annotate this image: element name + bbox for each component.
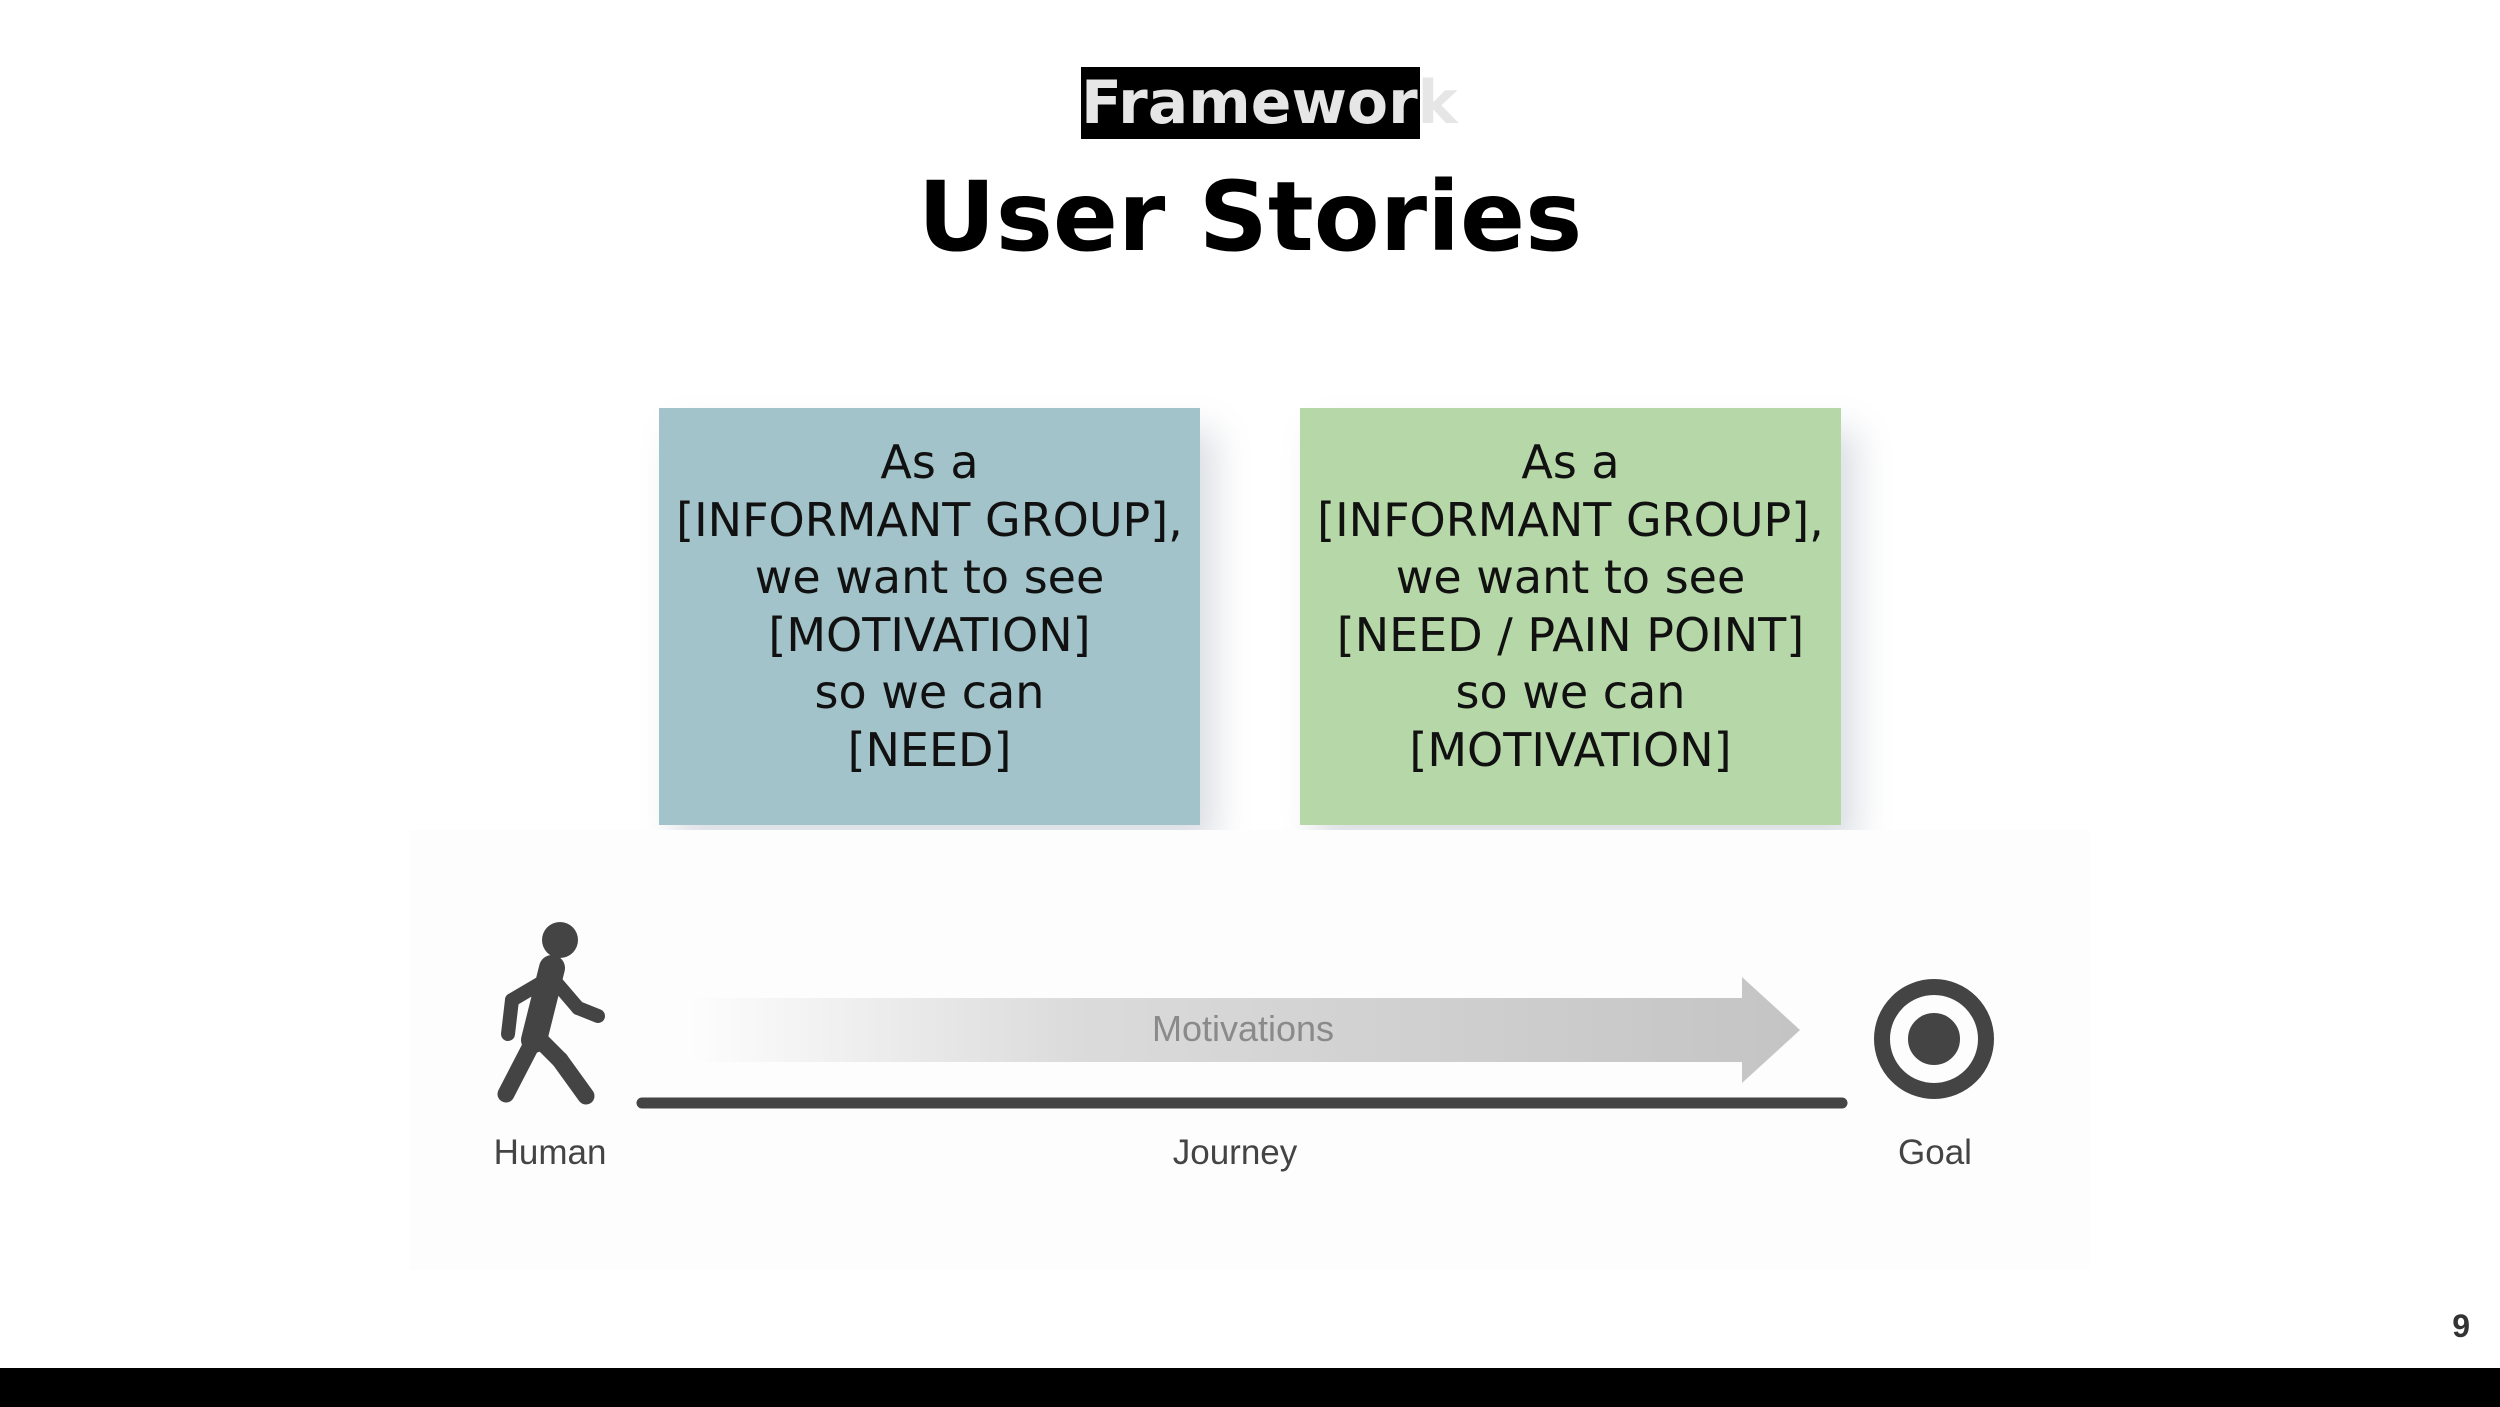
- slide-title: User Stories: [917, 161, 1583, 273]
- motivations-label: Motivations: [1151, 1008, 1335, 1049]
- card-line: As a: [880, 435, 979, 489]
- card-line: As a: [1521, 435, 1620, 489]
- card-line: [MOTIVATION]: [768, 607, 1091, 662]
- card-line: [INFORMANT GROUP],: [1317, 492, 1824, 547]
- bottom-bar: [0, 1368, 2500, 1407]
- target-icon: [1874, 979, 1994, 1099]
- card-line: [INFORMANT GROUP],: [676, 492, 1183, 547]
- card-line: so we can: [814, 665, 1045, 719]
- section-kicker: Framework: [1081, 67, 1458, 139]
- walking-person-icon: [497, 922, 605, 1105]
- goal-label: Goal: [1898, 1133, 1972, 1172]
- card-line: [MOTIVATION]: [1409, 722, 1732, 777]
- card-line: so we can: [1455, 665, 1686, 719]
- human-label: Human: [493, 1133, 607, 1172]
- card-line: [NEED / PAIN POINT]: [1336, 607, 1805, 662]
- motivations-arrow: [690, 977, 1800, 1083]
- card-line: [NEED]: [847, 722, 1012, 777]
- page-number: 9: [2452, 1308, 2470, 1344]
- user-story-card-motivation: As a [INFORMANT GROUP], we want to see […: [659, 408, 1200, 825]
- card-line: we want to see: [1395, 550, 1746, 604]
- user-story-card-need: As a [INFORMANT GROUP], we want to see […: [1300, 408, 1841, 825]
- card-line: we want to see: [754, 550, 1105, 604]
- journey-label: Journey: [1172, 1133, 1298, 1172]
